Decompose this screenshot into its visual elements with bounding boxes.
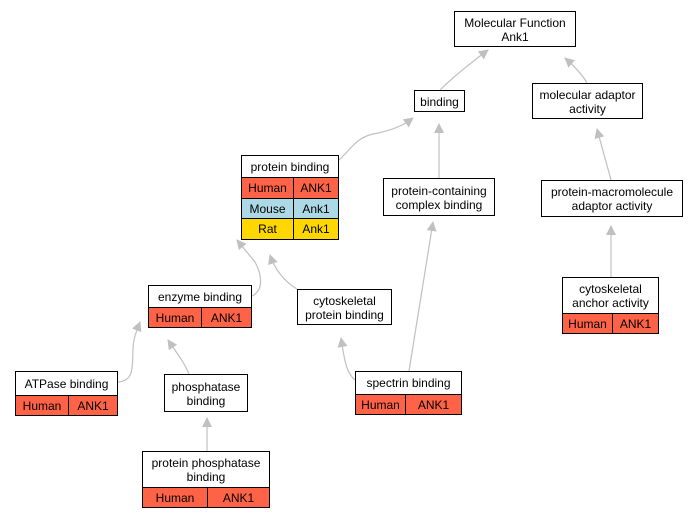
term-title: enzyme binding xyxy=(149,286,251,307)
term-node-binding[interactable]: binding xyxy=(414,90,465,112)
annotation-row-human: Human ANK1 xyxy=(143,487,269,507)
edge-binding-to-root xyxy=(439,49,489,91)
term-title-line: phosphatase xyxy=(171,379,241,394)
term-title-line: protein-containing xyxy=(391,183,487,198)
annotation-row-human: Human ANK1 xyxy=(563,313,658,333)
term-title-line: cytoskeletal xyxy=(579,281,642,296)
gene-cell: ANK1 xyxy=(77,398,109,413)
term-title-line: adaptor activity xyxy=(571,199,653,213)
term-title-line: protein binding xyxy=(250,159,330,174)
species-cell: Mouse xyxy=(242,198,294,219)
species-cell: Rat xyxy=(242,219,294,240)
gene-cell: ANK1 xyxy=(222,490,255,505)
term-title-line: protein-macromolecule xyxy=(550,185,674,199)
gene-cell: ANK1 xyxy=(210,310,243,325)
edge-enzyme-binding-to-protein-binding xyxy=(236,239,262,297)
edge-protein-macromolecule-to-molecular-adaptor xyxy=(594,128,612,181)
term-title: spectrin binding xyxy=(356,372,461,394)
gene-cell: ANK1 xyxy=(417,397,450,412)
edge-phosphatase-binding-to-enzyme-binding xyxy=(167,339,190,375)
term-title: binding xyxy=(415,91,464,112)
term-title-line: ATPase binding xyxy=(24,376,109,391)
gene-cell: ANK1 xyxy=(300,180,332,195)
term-title-line: cytoskeletal xyxy=(313,293,376,308)
annotation-row-human: Human ANK1 xyxy=(242,177,338,198)
term-title-line: enzyme binding xyxy=(157,289,243,304)
annotation-row-human: Human ANK1 xyxy=(16,395,117,415)
gene-cell: ANK1 xyxy=(619,316,652,331)
term-title-line: Ank1 xyxy=(501,29,529,44)
annotation-row-human: Human ANK1 xyxy=(356,394,461,414)
term-title-line: protein binding xyxy=(305,307,384,322)
term-title: protein binding xyxy=(242,156,338,177)
edge-spectrin-binding-to-protein-containing xyxy=(408,221,437,372)
term-title-line: binding xyxy=(186,393,226,408)
annotation-row-human: Human ANK1 xyxy=(149,307,251,327)
edge-atpase-binding-to-enzyme-binding xyxy=(117,321,142,383)
edge-cytoskeletal-protein-to-protein-binding xyxy=(268,254,298,290)
term-title-line: complex binding xyxy=(395,197,483,212)
term-title-line: protein phosphatase xyxy=(151,455,261,470)
species-cell: Human xyxy=(16,396,69,415)
species-cell: Human xyxy=(242,178,294,198)
species-cell: Human xyxy=(149,308,202,327)
edge-molecular-adaptor-to-root xyxy=(564,57,588,84)
gene-cell: Ank1 xyxy=(302,222,330,237)
term-title: ATPase binding xyxy=(16,372,117,395)
term-title-line: spectrin binding xyxy=(366,376,451,390)
gene-cell: Ank1 xyxy=(302,201,330,216)
annotation-row-mouse: Mouse Ank1 xyxy=(242,197,338,219)
species-cell: Human xyxy=(356,395,406,414)
term-title-line: Molecular Function xyxy=(464,15,566,30)
term-title-line: anchor activity xyxy=(572,295,649,310)
term-title-line: activity xyxy=(569,101,606,116)
term-title-line: molecular adaptor xyxy=(539,87,636,102)
species-cell: Human xyxy=(563,314,613,333)
species-cell: Human xyxy=(143,488,208,507)
edge-protein-binding-to-binding xyxy=(338,117,414,161)
term-title-line: binding xyxy=(186,469,226,484)
edge-spectrin-binding-to-cytoskeletal-protein xyxy=(337,337,356,381)
term-title-line: binding xyxy=(420,94,459,109)
annotation-row-rat: Rat Ank1 xyxy=(242,218,338,240)
